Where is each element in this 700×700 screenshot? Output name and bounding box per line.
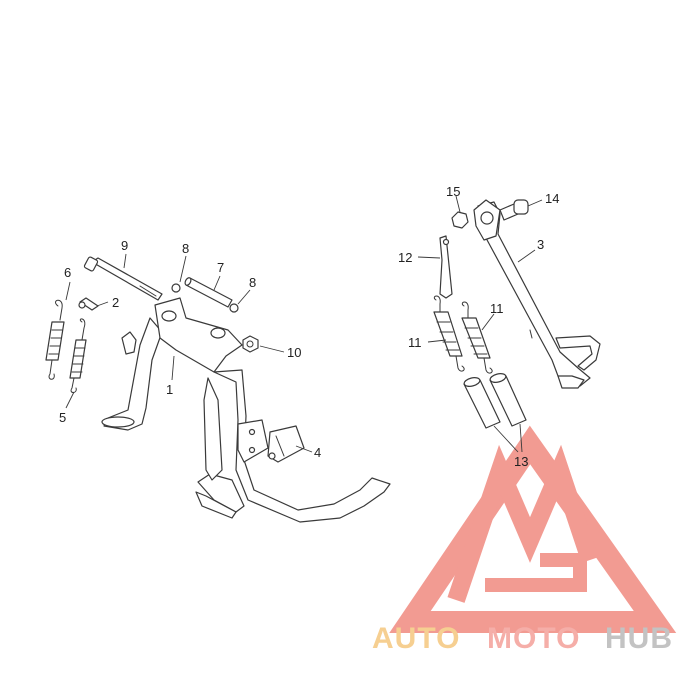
pivot-pin xyxy=(184,277,233,308)
rubber-block xyxy=(267,425,305,463)
callout-10: 10 xyxy=(287,345,301,360)
long-bolt xyxy=(83,256,163,301)
callout-7: 7 xyxy=(217,260,224,275)
callout-8-left: 8 xyxy=(182,241,189,256)
callout-13: 13 xyxy=(514,454,528,469)
watermark-text-hub: HUB xyxy=(605,622,673,655)
callout-3: 3 xyxy=(537,237,544,252)
spring-sleeve-right xyxy=(489,373,527,427)
callout-4: 4 xyxy=(314,445,321,460)
callout-15: 15 xyxy=(446,184,460,199)
small-bolt xyxy=(78,297,99,311)
callout-9: 9 xyxy=(121,238,128,253)
callout-1: 1 xyxy=(166,382,173,397)
spring-upper xyxy=(45,299,65,380)
side-spring-left xyxy=(433,295,465,372)
side-stand-nut xyxy=(451,211,469,229)
side-spring-right xyxy=(461,301,493,374)
callout-6: 6 xyxy=(64,265,71,280)
callout-11-right: 11 xyxy=(490,301,504,316)
watermark-text-moto: MOTO xyxy=(487,622,580,655)
spring-lower xyxy=(69,318,87,393)
nut xyxy=(242,335,259,353)
callout-2: 2 xyxy=(112,295,119,310)
watermark-logo: AUTO MOTO HUB xyxy=(372,425,677,655)
callout-12: 12 xyxy=(398,250,412,265)
washer-right xyxy=(229,303,239,313)
callout-5: 5 xyxy=(59,410,66,425)
spring-sleeve-left xyxy=(463,377,501,429)
callout-11-left: 11 xyxy=(408,335,422,350)
washer-left xyxy=(171,283,181,293)
side-stand xyxy=(473,199,601,389)
callout-14: 14 xyxy=(545,191,559,206)
pivot-bolt xyxy=(499,199,529,221)
center-stand xyxy=(101,297,391,523)
watermark-m-shape xyxy=(447,444,599,603)
callout-8-right: 8 xyxy=(249,275,256,290)
watermark-text-auto: AUTO xyxy=(372,622,460,655)
watermark-g-shape xyxy=(485,553,587,592)
spring-bracket xyxy=(439,235,453,299)
leader-lines xyxy=(65,195,543,453)
